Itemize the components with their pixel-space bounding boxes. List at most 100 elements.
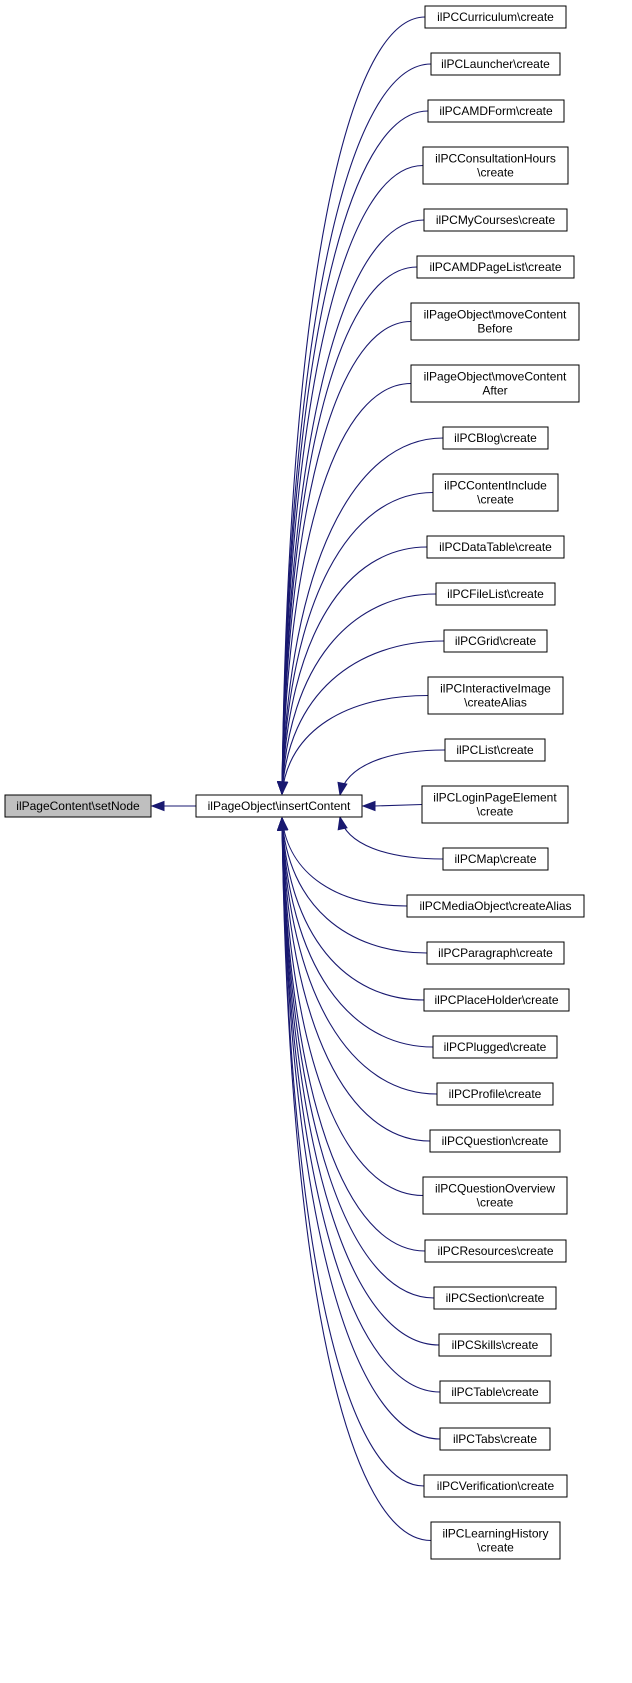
edge-il-pclist-create-arrowhead bbox=[337, 781, 348, 797]
node-il-pctabs-create[interactable]: ilPCTabs\create bbox=[439, 1427, 551, 1451]
node-il-pcmy-courses-create[interactable]: ilPCMyCourses\create bbox=[423, 208, 568, 232]
node-il-pcquestion-overview-create-label-line-1: ilPCQuestionOverview bbox=[435, 1182, 555, 1196]
node-il-pcresources-create[interactable]: ilPCResources\create bbox=[424, 1239, 567, 1263]
edge-il-pcplugged-create bbox=[281, 817, 434, 1048]
edge-il-pcplace-holder-create bbox=[281, 817, 425, 1001]
edge-il-page-object-move-content-after bbox=[281, 382, 412, 795]
edge-il-pcmedia-object-create-alias bbox=[281, 817, 408, 907]
node-il-pclogin-page-element-create-box bbox=[421, 785, 569, 824]
node-il-pcblog-create-box bbox=[442, 426, 549, 450]
node-il-pctabs-create-label-line-1: ilPCTabs\create bbox=[453, 1432, 537, 1446]
node-il-pcparagraph-create[interactable]: ilPCParagraph\create bbox=[426, 941, 565, 965]
node-il-pcamdpage-list-create[interactable]: ilPCAMDPageList\create bbox=[416, 255, 575, 279]
node-il-pccurriculum-create-box bbox=[424, 5, 567, 29]
node-il-pcverification-create-label-line-1: ilPCVerification\create bbox=[437, 1479, 555, 1493]
node-il-pcdata-table-create[interactable]: ilPCDataTable\create bbox=[426, 535, 565, 559]
node-il-pcmy-courses-create-box bbox=[423, 208, 568, 232]
edge-il-pclearning-history-create-arrowhead bbox=[276, 816, 288, 831]
node-il-pcplugged-create-label-line-1: ilPCPlugged\create bbox=[444, 1040, 547, 1054]
node-il-pclogin-page-element-create[interactable]: ilPCLoginPageElement\create bbox=[421, 785, 569, 824]
arrowhead-setnode bbox=[150, 800, 165, 812]
node-il-pcconsultation-hours-create[interactable]: ilPCConsultationHours\create bbox=[422, 146, 569, 185]
node-il-page-object-move-content-after-label-line-1: ilPageObject\moveContent bbox=[424, 370, 567, 384]
node-il-pclauncher-create-label-line-1: ilPCLauncher\create bbox=[441, 57, 550, 71]
node-il-pcinteractive-image-create-alias-box bbox=[427, 676, 564, 715]
edges-layer bbox=[150, 16, 446, 1542]
node-il-pcgrid-create-box bbox=[443, 629, 548, 653]
node-ilpageobject-insertcontent[interactable]: ilPageObject\insertContent bbox=[195, 794, 363, 818]
edge-il-pcmap-create-arrowhead bbox=[337, 815, 348, 831]
edge-il-pccurriculum-create bbox=[281, 16, 426, 795]
node-il-pcgrid-create[interactable]: ilPCGrid\create bbox=[443, 629, 548, 653]
node-ilpagecontent-setnode[interactable]: ilPageContent\setNode bbox=[4, 794, 152, 818]
node-il-pccontent-include-create-label-line-1: ilPCContentInclude bbox=[444, 479, 547, 493]
node-il-pcmap-create[interactable]: ilPCMap\create bbox=[442, 847, 549, 871]
node-il-pclist-create[interactable]: ilPCList\create bbox=[444, 738, 546, 762]
node-il-page-object-move-content-before-label-line-2: Before bbox=[477, 322, 513, 336]
node-il-pcsection-create[interactable]: ilPCSection\create bbox=[433, 1286, 557, 1310]
node-il-pcplace-holder-create[interactable]: ilPCPlaceHolder\create bbox=[423, 988, 570, 1012]
node-il-pcblog-create-label-line-1: ilPCBlog\create bbox=[454, 431, 537, 445]
node-il-pcmap-create-label-line-1: ilPCMap\create bbox=[454, 852, 536, 866]
edge-il-pclauncher-create bbox=[281, 63, 432, 795]
node-il-pcinteractive-image-create-alias-label-line-2: \createAlias bbox=[464, 696, 527, 710]
node-il-pcplace-holder-create-box bbox=[423, 988, 570, 1012]
node-il-pcamdform-create[interactable]: ilPCAMDForm\create bbox=[427, 99, 565, 123]
node-il-pcblog-create[interactable]: ilPCBlog\create bbox=[442, 426, 549, 450]
node-il-pcprofile-create[interactable]: ilPCProfile\create bbox=[436, 1082, 554, 1106]
node-il-pcplace-holder-create-label-line-1: ilPCPlaceHolder\create bbox=[434, 993, 558, 1007]
node-il-pclist-create-label-line-1: ilPCList\create bbox=[456, 743, 534, 757]
node-il-pcskills-create-label-line-1: ilPCSkills\create bbox=[452, 1338, 539, 1352]
node-il-pcskills-create[interactable]: ilPCSkills\create bbox=[438, 1333, 552, 1357]
node-il-pcmedia-object-create-alias-box bbox=[406, 894, 585, 918]
node-il-pclogin-page-element-create-label-line-2: \create bbox=[477, 805, 514, 819]
node-il-pclogin-page-element-create-label-line-1: ilPCLoginPageElement bbox=[433, 791, 557, 805]
node-il-page-object-move-content-before-label-line-1: ilPageObject\moveContent bbox=[424, 308, 567, 322]
node-il-pcamdpage-list-create-box bbox=[416, 255, 575, 279]
node-il-pctable-create[interactable]: ilPCTable\create bbox=[439, 1380, 551, 1404]
node-il-pcprofile-create-box bbox=[436, 1082, 554, 1106]
node-il-pcverification-create-box bbox=[423, 1474, 568, 1498]
node-il-pcplugged-create[interactable]: ilPCPlugged\create bbox=[432, 1035, 558, 1059]
node-il-pcmedia-object-create-alias[interactable]: ilPCMediaObject\createAlias bbox=[406, 894, 585, 918]
node-il-pclearning-history-create-box bbox=[430, 1521, 561, 1560]
node-il-pcconsultation-hours-create-box bbox=[422, 146, 569, 185]
node-ilpagecontent-setnode-label-line-1: ilPageContent\setNode bbox=[16, 799, 140, 813]
node-il-pcquestion-overview-create[interactable]: ilPCQuestionOverview\create bbox=[422, 1176, 568, 1215]
edge-il-pcskills-create bbox=[281, 817, 440, 1346]
node-il-pcplugged-create-box bbox=[432, 1035, 558, 1059]
edge-il-pclearning-history-create bbox=[281, 817, 432, 1542]
node-il-pcinteractive-image-create-alias[interactable]: ilPCInteractiveImage\createAlias bbox=[427, 676, 564, 715]
node-il-pcquestion-create[interactable]: ilPCQuestion\create bbox=[429, 1129, 561, 1153]
node-il-pcprofile-create-label-line-1: ilPCProfile\create bbox=[449, 1087, 542, 1101]
edge-il-pcquestion-overview-create bbox=[281, 817, 424, 1197]
node-il-pcamdform-create-box bbox=[427, 99, 565, 123]
node-il-pcfile-list-create[interactable]: ilPCFileList\create bbox=[435, 582, 556, 606]
edge-il-pcinteractive-image-create-alias bbox=[281, 694, 429, 795]
node-il-pcconsultation-hours-create-label-line-2: \create bbox=[477, 166, 514, 180]
node-il-pcamdform-create-label-line-1: ilPCAMDForm\create bbox=[439, 104, 553, 118]
node-ilpageobject-insertcontent-box bbox=[195, 794, 363, 818]
node-ilpagecontent-setnode-box bbox=[4, 794, 152, 818]
node-il-pccurriculum-create[interactable]: ilPCCurriculum\create bbox=[424, 5, 567, 29]
node-il-pcverification-create[interactable]: ilPCVerification\create bbox=[423, 1474, 568, 1498]
node-il-page-object-move-content-after-box bbox=[410, 364, 580, 403]
node-il-page-object-move-content-after-label-line-2: After bbox=[482, 384, 507, 398]
node-il-pcamdpage-list-create-label-line-1: ilPCAMDPageList\create bbox=[429, 260, 561, 274]
node-il-pcquestion-overview-create-box bbox=[422, 1176, 568, 1215]
edge-il-pctable-create bbox=[281, 817, 441, 1393]
node-il-pccontent-include-create[interactable]: ilPCContentInclude\create bbox=[432, 473, 559, 512]
node-il-pclearning-history-create[interactable]: ilPCLearningHistory\create bbox=[430, 1521, 561, 1560]
node-il-pclearning-history-create-label-line-1: ilPCLearningHistory bbox=[442, 1527, 548, 1541]
node-il-pccontent-include-create-label-line-2: \create bbox=[477, 493, 514, 507]
edge-il-pcamdform-create bbox=[281, 110, 429, 795]
node-il-pcfile-list-create-box bbox=[435, 582, 556, 606]
node-il-pcparagraph-create-label-line-1: ilPCParagraph\create bbox=[438, 946, 553, 960]
node-il-pclauncher-create[interactable]: ilPCLauncher\create bbox=[430, 52, 561, 76]
edge-il-pcblog-create bbox=[281, 437, 444, 795]
edge-il-pcfile-list-create bbox=[281, 593, 437, 795]
node-il-page-object-move-content-before-box bbox=[410, 302, 580, 341]
